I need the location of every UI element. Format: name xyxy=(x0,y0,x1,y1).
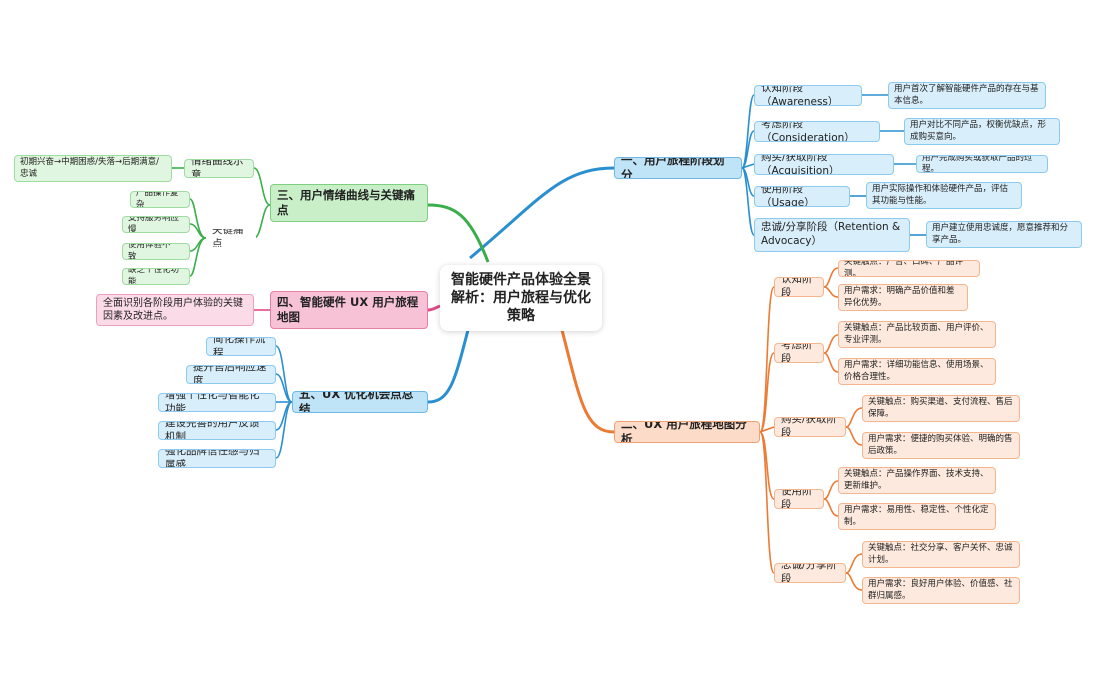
branch1-desc-acquisition[interactable]: 用户完成购买或获取产品的过程。 xyxy=(916,155,1048,173)
branch1-stage-usage[interactable]: 使用阶段（Usage） xyxy=(754,186,850,207)
branch1-desc-awareness[interactable]: 用户首次了解智能硬件产品的存在与基本信息。 xyxy=(888,82,1046,109)
branch5-item[interactable]: 提升售后响应速度 xyxy=(186,365,276,384)
branch2-title[interactable]: 二、UX 用户旅程地图分析 xyxy=(614,421,760,443)
branch2-stage-consideration[interactable]: 考虑阶段 xyxy=(774,343,824,363)
branch2-need-consideration[interactable]: 用户需求：详细功能信息、使用场景、价格合理性。 xyxy=(838,358,996,385)
branch2-need-acquisition[interactable]: 用户需求：便捷的购买体验、明确的售后政策。 xyxy=(862,432,1020,459)
branch3-title[interactable]: 三、用户情绪曲线与关键痛点 xyxy=(270,184,428,222)
branch2-stage-usage[interactable]: 使用阶段 xyxy=(774,489,824,509)
branch3-pain-item[interactable]: 缺乏个性化功能 xyxy=(122,268,190,285)
branch2-need-awareness[interactable]: 用户需求：明确产品价值和差异化优势。 xyxy=(838,284,968,311)
branch2-stage-acquisition[interactable]: 购买/获取阶段 xyxy=(774,417,846,437)
branch5-item[interactable]: 建设完善的用户反馈机制 xyxy=(158,421,276,440)
branch4-title[interactable]: 四、智能硬件 UX 用户旅程地图 xyxy=(270,291,428,329)
branch3-links xyxy=(172,167,271,277)
link-root-branch1 xyxy=(469,166,615,260)
root-title: 智能硬件产品体验全景解析：用户旅程与优化策略 xyxy=(451,271,591,325)
branch3-curve-label[interactable]: 情绪曲线示意 xyxy=(184,159,254,178)
branch2-touch-awareness[interactable]: 关键触点：广告、口碑、产品评测。 xyxy=(838,260,980,277)
branch5-item[interactable]: 增强个性化与智能化功能 xyxy=(158,393,276,412)
branch1-stage-awareness[interactable]: 认知阶段（Awareness） xyxy=(754,85,862,106)
branch3-pain-label[interactable]: 关键痛点 xyxy=(206,229,256,247)
branch1-stage-consideration[interactable]: 考虑阶段（Consideration） xyxy=(754,121,880,142)
branch1-desc-usage[interactable]: 用户实际操作和体验硬件产品，评估其功能与性能。 xyxy=(866,182,1022,209)
branch3-pain-item[interactable]: 产品操作复杂 xyxy=(130,191,190,208)
branch3-pain-item[interactable]: 使用体验不一致 xyxy=(122,243,190,260)
branch2-need-usage[interactable]: 用户需求：易用性、稳定性、个性化定制。 xyxy=(838,503,996,530)
link-root-branch5 xyxy=(427,329,470,404)
branch5-links xyxy=(275,345,293,459)
branch3-pain-item[interactable]: 支持服务响应慢 xyxy=(122,216,190,233)
root-topic[interactable]: 智能硬件产品体验全景解析：用户旅程与优化策略 xyxy=(440,265,602,331)
branch5-item[interactable]: 强化品牌信任感与归属感 xyxy=(158,449,276,468)
branch2-touch-usage[interactable]: 关键触点：产品操作界面、技术支持、更新维护。 xyxy=(838,467,996,494)
branch5-title[interactable]: 五、UX 优化机会点总结 xyxy=(292,391,428,413)
branch1-stage-acquisition[interactable]: 购买/获取阶段（Acquisition） xyxy=(754,154,894,175)
branch5-item[interactable]: 简化操作流程 xyxy=(206,337,276,356)
branch2-need-retention[interactable]: 用户需求：良好用户体验、价值感、社群归属感。 xyxy=(862,577,1020,604)
link-root-branch3 xyxy=(427,203,490,263)
branch2-touch-consideration[interactable]: 关键触点：产品比较页面、用户评价、专业评测。 xyxy=(838,321,996,348)
branch1-desc-retention[interactable]: 用户建立使用忠诚度，愿意推荐和分享产品。 xyxy=(926,221,1082,248)
branch1-title[interactable]: 一、用户旅程阶段划分 xyxy=(614,157,742,179)
branch2-stage-retention[interactable]: 忠诚/分享阶段 xyxy=(774,563,846,583)
link-root-branch4 xyxy=(427,304,441,312)
link-root-branch2 xyxy=(560,329,615,434)
branch2-touch-acquisition[interactable]: 关键触点：购买渠道、支付流程、售后保障。 xyxy=(862,395,1020,422)
branch4-desc[interactable]: 全面识别各阶段用户体验的关键因素及改进点。 xyxy=(96,294,254,326)
branch1-desc-consideration[interactable]: 用户对比不同产品，权衡优缺点，形成购买意向。 xyxy=(904,118,1060,145)
branch2-touch-retention[interactable]: 关键触点：社交分享、客户关怀、忠诚计划。 xyxy=(862,541,1020,568)
branch2-stage-awareness[interactable]: 认知阶段 xyxy=(774,277,824,297)
branch3-curve-desc[interactable]: 初期兴奋→中期困惑/失落→后期满意/忠诚 xyxy=(14,155,172,182)
branch1-stage-retention[interactable]: 忠诚/分享阶段（Retention & Advocacy） xyxy=(754,218,910,252)
branch2-links xyxy=(759,267,863,591)
branch1-links xyxy=(741,94,926,236)
